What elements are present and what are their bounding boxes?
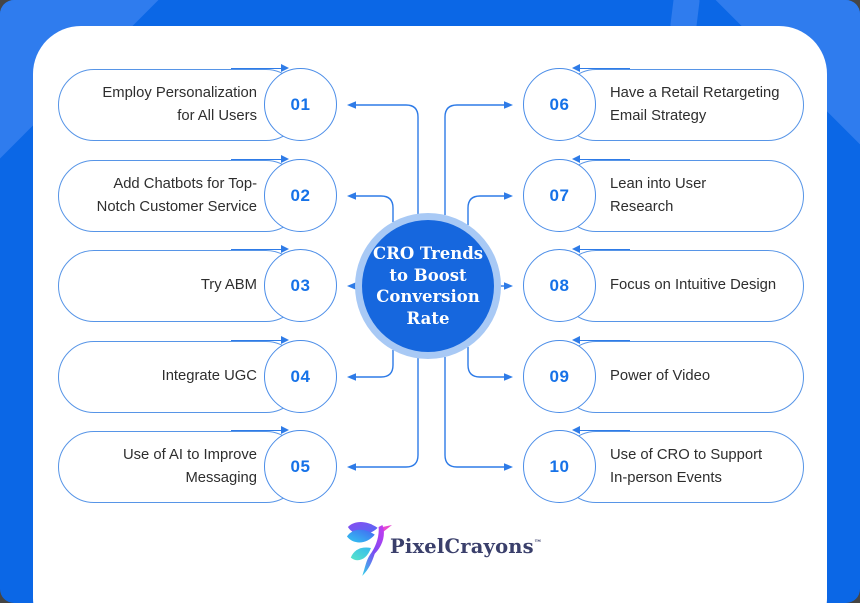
pill-top-arrow-icon <box>572 64 630 72</box>
arrow-left-icon <box>572 336 580 344</box>
item-number-circle: 06 <box>523 68 596 141</box>
item-label: Power of Video <box>610 340 800 414</box>
item-label-line: Focus on Intuitive Design <box>610 277 777 294</box>
item-number: 08 <box>549 275 570 295</box>
item-label-line: Try ABM <box>200 277 257 294</box>
pill-top-arrow-icon <box>572 155 630 163</box>
item-label: Focus on Intuitive Design <box>610 249 800 323</box>
brand-logo: PixelCrayons™ <box>346 518 566 580</box>
item-row: 01 Employ Personalization for All Users <box>0 64 860 142</box>
arrow-left-icon <box>572 245 580 253</box>
item-number: 03 <box>290 275 311 295</box>
center-title-line: to Boost <box>389 265 467 285</box>
item-label-line: Use of AI to Improve <box>122 446 257 463</box>
item-number: 10 <box>549 456 570 476</box>
item-label-line: Have a Retail Retargeting <box>610 84 780 101</box>
item-number-circle: 02 <box>264 159 337 232</box>
item-label-line: Email Strategy <box>610 108 707 124</box>
pill-top-arrow-icon <box>231 64 289 72</box>
item-pill <box>58 160 302 232</box>
item-row: 09 Power of Video <box>0 336 860 414</box>
item-label-line: Add Chatbots for Top- <box>113 175 257 192</box>
item-number-circle: 05 <box>264 430 337 503</box>
item-label-line: Notch Customer Service <box>96 199 257 215</box>
pill-top-arrow-icon <box>231 245 289 253</box>
item-number: 05 <box>290 456 311 476</box>
item-number: 09 <box>549 366 570 386</box>
tm-mark: ™ <box>533 537 543 548</box>
arrow-left-icon <box>572 155 580 163</box>
arrow-right-icon <box>281 426 289 434</box>
item-pill <box>560 341 804 413</box>
item-label-line: Lean into User <box>610 175 707 192</box>
item-label: Add Chatbots for Top- Notch Customer Serv… <box>74 159 257 233</box>
arrow-right-icon <box>281 336 289 344</box>
pill-top-arrow-icon <box>231 336 289 344</box>
item-label-line: Research <box>610 199 674 215</box>
center-title-line: CRO Trends <box>372 244 484 263</box>
pill-top-arrow-icon <box>572 336 630 344</box>
item-label: Employ Personalization for All Users <box>74 68 257 142</box>
hummingbird-icon <box>346 522 392 576</box>
item-pill <box>560 250 804 322</box>
item-label: Try ABM <box>74 249 257 323</box>
item-label-line: Messaging <box>185 470 257 486</box>
item-number-circle: 10 <box>523 430 596 503</box>
item-label-line: Integrate UGC <box>161 368 257 385</box>
item-number-circle: 08 <box>523 249 596 322</box>
item-pill <box>560 160 804 232</box>
item-label-line: Use of CRO to Support <box>610 446 763 463</box>
arrow-left-icon <box>572 64 580 72</box>
item-number-circle: 09 <box>523 340 596 413</box>
item-pill <box>58 341 302 413</box>
item-pill <box>58 431 302 503</box>
arrow-right-icon <box>281 155 289 163</box>
item-number: 01 <box>290 94 311 114</box>
item-label-line: Power of Video <box>610 368 711 385</box>
item-number: 07 <box>549 185 570 205</box>
item-pill <box>560 69 804 141</box>
item-row: 04 Integrate UGC <box>0 336 860 414</box>
item-number: 02 <box>290 185 311 205</box>
arrow-right-icon <box>281 64 289 72</box>
item-row: 03 Try ABM <box>0 245 860 323</box>
item-number-circle: 07 <box>523 159 596 232</box>
item-pill <box>58 250 302 322</box>
arrow-left-icon <box>572 426 580 434</box>
center-node-core: CRO Trends to Boost Conversion Rate <box>362 220 494 352</box>
item-number: 06 <box>549 94 570 114</box>
item-label-line: for All Users <box>177 108 257 124</box>
item-number-circle: 04 <box>264 340 337 413</box>
item-pill <box>58 69 302 141</box>
item-label-line: Employ Personalization <box>102 84 257 101</box>
pill-top-arrow-icon <box>231 155 289 163</box>
center-title-line: Rate <box>406 308 450 328</box>
item-number-circle: 03 <box>264 249 337 322</box>
pill-top-arrow-icon <box>231 426 289 434</box>
item-pill <box>560 431 804 503</box>
item-row: 08 Focus on Intuitive Design <box>0 245 860 323</box>
logo-text: PixelCrayons™ <box>390 535 542 558</box>
item-label: Integrate UGC <box>74 340 257 414</box>
logo-wordmark: PixelCrayons <box>390 535 534 558</box>
pill-top-arrow-icon <box>572 245 630 253</box>
arrow-right-icon <box>281 245 289 253</box>
center-node: CRO Trends to Boost Conversion Rate <box>355 213 501 359</box>
item-number: 04 <box>290 366 311 386</box>
item-number-circle: 01 <box>264 68 337 141</box>
pill-top-arrow-icon <box>572 426 630 434</box>
item-label-line: In-person Events <box>610 470 722 486</box>
item-row: 02 Add Chatbots for Top- Notch Customer Se… <box>0 155 860 233</box>
center-title-line: Conversion <box>376 287 480 306</box>
